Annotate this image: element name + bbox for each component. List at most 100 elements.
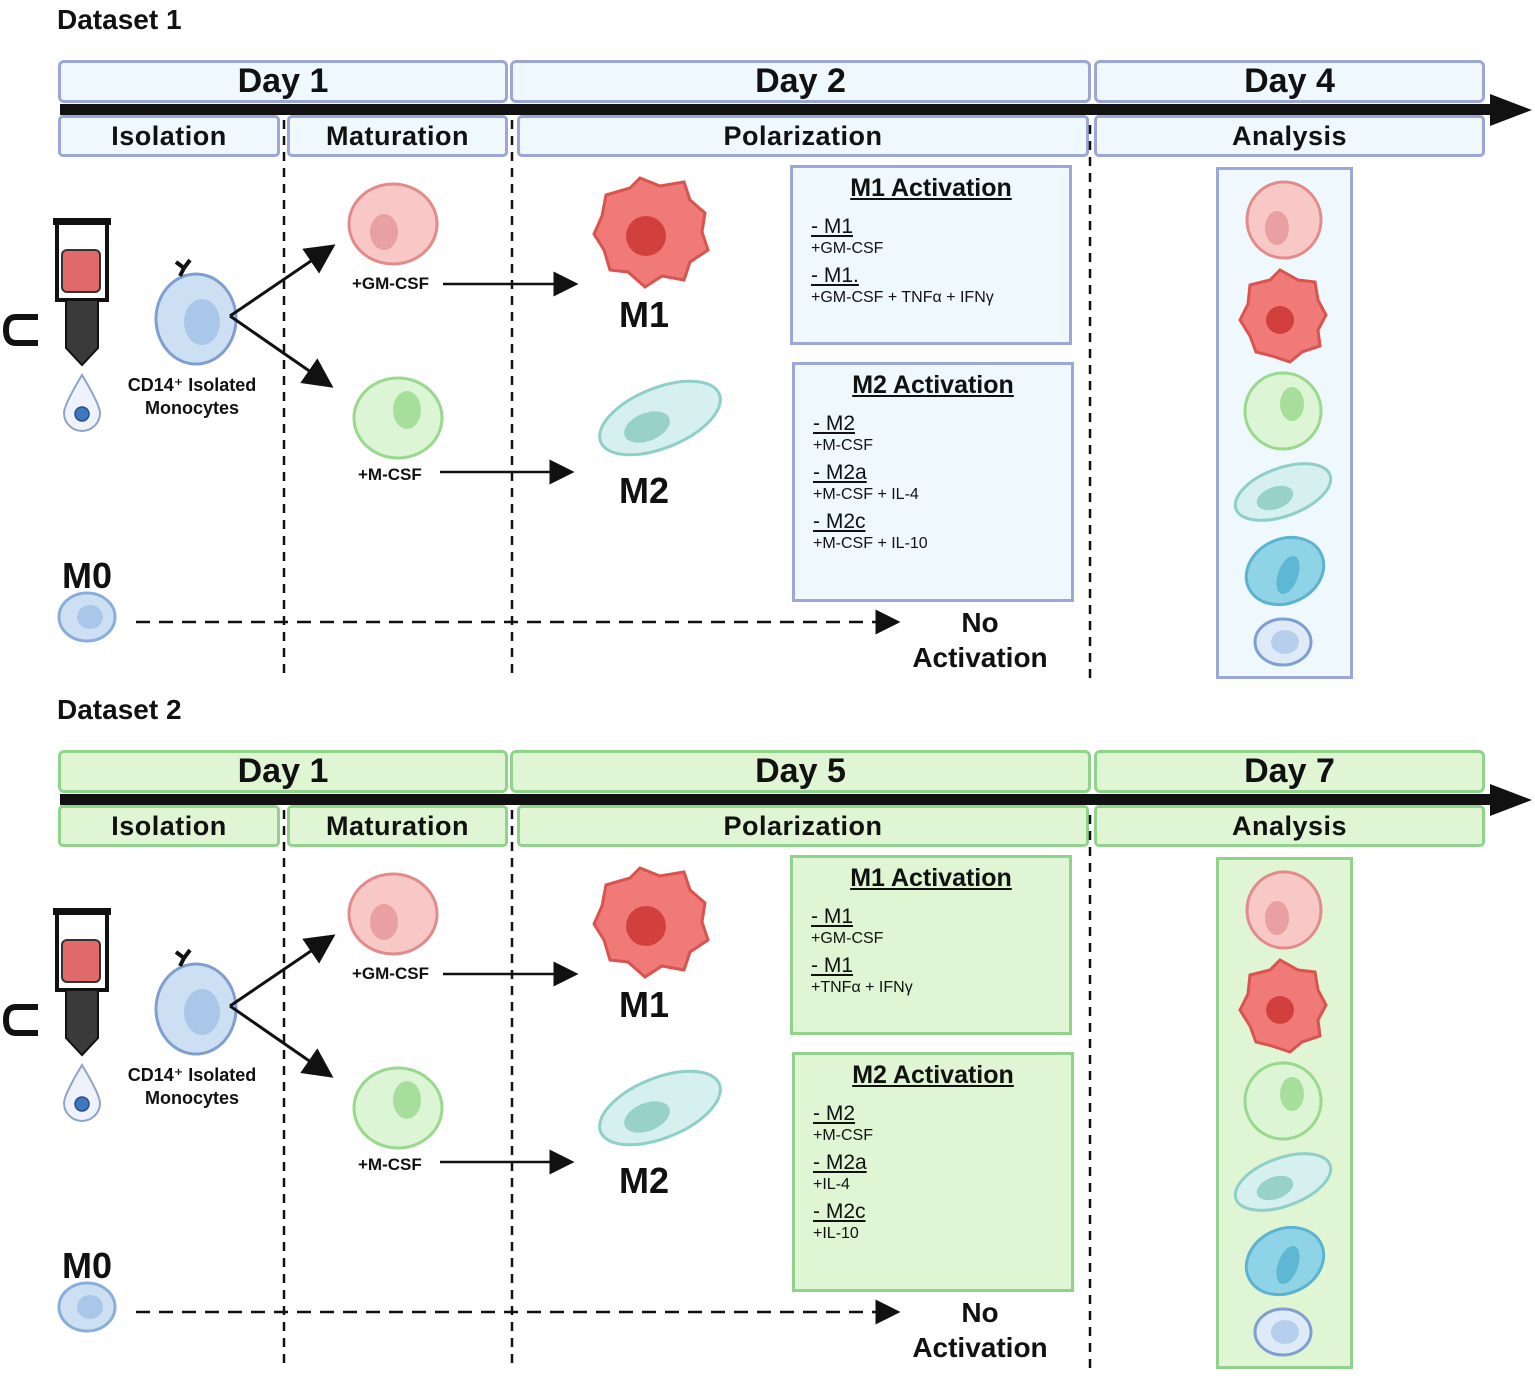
monocyte-label-line: CD14⁺ Isolated [127,375,257,395]
magnet-icon [2,314,38,346]
m1-activation-box: M1 Activation - M1 +GM-CSF - M1 +TNFα + … [790,855,1072,1035]
m2-item-condition: +M-CSF [813,437,873,454]
phase-dividers [282,120,1092,680]
m1-activation-title: M1 Activation [850,864,1012,892]
m2-label: M2 [619,470,670,511]
m1-item-name: - M1. [811,264,859,287]
no-activation-line: No [961,607,999,638]
phase-maturation: Maturation [287,115,508,157]
m2-item-condition: +M-CSF [813,1127,873,1144]
phase-polarization: Polarization [517,805,1089,847]
m2-activation-title: M2 Activation [852,1061,1014,1089]
monocyte-label-line: Monocytes [144,398,240,418]
m1-label: M1 [619,984,670,1025]
cd14-monocyte-icon [154,258,238,366]
analysis-m1-activated-icon [1238,268,1328,364]
monocyte-label: CD14⁺ Isolated Monocytes [112,374,272,420]
analysis-m0-cell-icon [1253,1307,1313,1357]
m-csf-label: +M-CSF [358,1155,422,1174]
m1-item-name: - M1 [811,954,853,977]
diagram-graphics [2,784,1532,1370]
timeline-arrow [60,784,1532,816]
gm-csf-label: +GM-CSF [352,274,429,293]
m0-cell-icon [57,591,117,643]
phase-maturation: Maturation [287,805,508,847]
day-mid-header: Day 5 [510,750,1091,793]
m-csf-cell-icon [352,1066,444,1150]
m1-item-name: - M1 [811,215,853,238]
m2-item-name: - M2c [813,510,866,533]
monocyte-label-line: CD14⁺ Isolated [127,1065,257,1085]
m2-item-condition: +M-CSF + IL-4 [813,486,919,503]
m2-item-name: - M2a [813,461,867,484]
phase-dividers [282,810,1092,1370]
no-activation-line: Activation [912,642,1048,673]
analysis-m1-cell-icon [1245,870,1323,950]
m1-activation-title: M1 Activation [850,174,1012,202]
m2-macrophage-icon [598,379,722,457]
day-1-header: Day 1 [58,60,508,103]
m2-label: M2 [619,1160,670,1201]
phase-analysis: Analysis [1094,115,1485,157]
gm-csf-label: +GM-CSF [352,964,429,983]
phase-polarization: Polarization [517,115,1089,157]
m2-item-condition: +IL-4 [813,1176,850,1193]
day-mid-header: Day 2 [510,60,1091,103]
m2-item-name: - M2a [813,1151,867,1174]
m1-item-condition: +GM-CSF + TNFα + IFNγ [811,289,994,306]
day-end-header: Day 4 [1094,60,1485,103]
analysis-m2-cell-icon [1243,371,1323,451]
droplet-icon [62,373,102,432]
no-activation-label: No Activation [900,605,1060,675]
m1-item-name: - M1 [811,905,853,928]
diagram-graphics [2,94,1532,680]
day-1-header: Day 1 [58,750,508,793]
droplet-icon [62,1063,102,1122]
magnetic-column-icon [53,908,111,1057]
m-csf-label: +M-CSF [358,465,422,484]
analysis-m2a-cell-icon [1233,1152,1333,1212]
polarization-arrows [440,271,579,485]
m1-label: M1 [619,294,670,335]
analysis-m2-cell-icon [1243,1061,1323,1141]
analysis-m1-activated-icon [1238,958,1328,1054]
day-end-header: Day 7 [1094,750,1485,793]
m-csf-cell-icon [352,376,444,460]
phase-isolation: Isolation [58,115,280,157]
no-activation-line: No [961,1297,999,1328]
m2-item-name: - M2c [813,1200,866,1223]
m1-item-condition: +GM-CSF [811,930,884,947]
m1-item-condition: +GM-CSF [811,240,884,257]
dataset-title: Dataset 1 [57,4,182,35]
dataset-title: Dataset 2 [57,694,182,725]
m2-item-condition: +M-CSF + IL-10 [813,535,928,552]
m1-item-condition: +TNFα + IFNγ [811,979,913,996]
m2-item-name: - M2 [813,412,855,435]
no-activation-label: No Activation [900,1295,1060,1365]
m2-activation-box: M2 Activation - M2 +M-CSF - M2a +IL-4 - … [792,1052,1074,1292]
magnetic-column-icon [53,218,111,367]
m1-activation-box: M1 Activation - M1 +GM-CSF - M1. +GM-CSF… [790,165,1072,345]
analysis-m2c-cell-icon [1244,535,1326,607]
maturation-arrows [229,244,336,388]
m0-label: M0 [62,1245,113,1286]
m0-cell-icon [57,1281,117,1333]
maturation-arrows [229,934,336,1078]
dataset-panel: Dataset 1 Day 1 Day 2 Day 4 Isolation Ma… [0,0,1535,690]
phase-isolation: Isolation [58,805,280,847]
no-activation-line: Activation [912,1332,1048,1363]
analysis-m2a-cell-icon [1233,462,1333,522]
monocyte-label: CD14⁺ Isolated Monocytes [112,1064,272,1110]
monocyte-label-line: Monocytes [144,1088,240,1108]
timeline-arrow [60,94,1532,126]
m2-activation-box: M2 Activation - M2 +M-CSF - M2a +M-CSF +… [792,362,1074,602]
m2-item-condition: +IL-10 [813,1225,859,1242]
polarization-arrows [440,961,579,1175]
analysis-m1-cell-icon [1245,180,1323,260]
cd14-monocyte-icon [154,948,238,1056]
gm-csf-cell-icon [347,182,439,266]
phase-analysis: Analysis [1094,805,1485,847]
magnet-icon [2,1004,38,1036]
m2-activation-title: M2 Activation [852,371,1014,399]
m2-macrophage-icon [598,1069,722,1147]
